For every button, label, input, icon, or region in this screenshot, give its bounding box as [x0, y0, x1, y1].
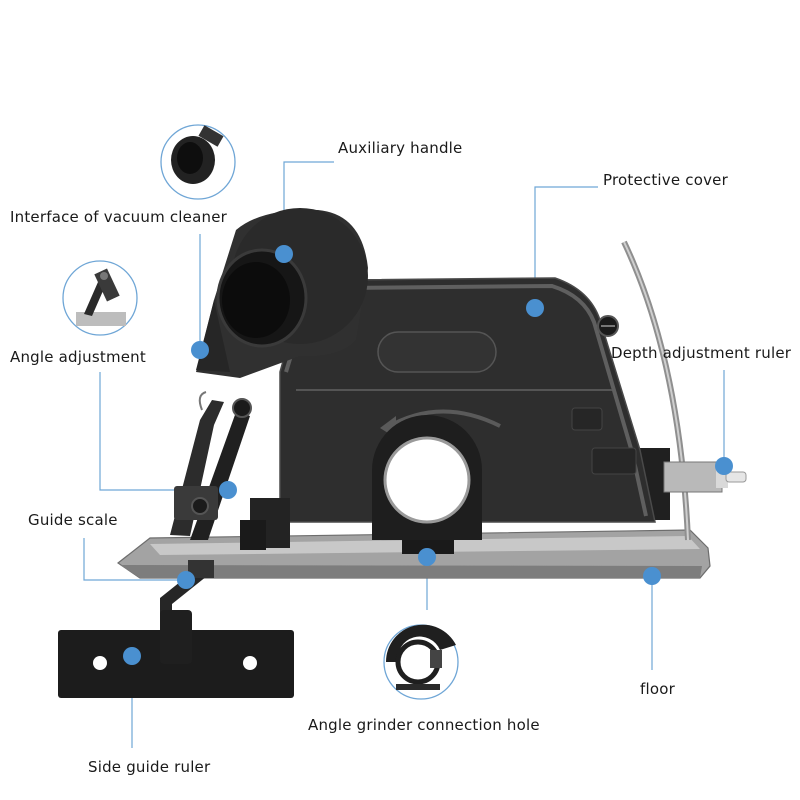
- marker-protective-cover: [526, 299, 544, 317]
- label-vacuum-interface: Interface of vacuum cleaner: [10, 208, 227, 226]
- label-side-guide: Side guide ruler: [88, 758, 211, 776]
- marker-angle-adjustment: [219, 481, 237, 499]
- leader-guide-scale: [83, 538, 186, 581]
- label-grinder-hole: Angle grinder connection hole: [308, 716, 540, 734]
- marker-depth-ruler: [715, 457, 733, 475]
- marker-guide-scale: [177, 571, 195, 589]
- inset-angle-adjustment: [62, 260, 138, 336]
- marker-side-guide: [123, 647, 141, 665]
- marker-vacuum-interface: [191, 341, 209, 359]
- label-angle-adjustment: Angle adjustment: [10, 348, 146, 366]
- inset-vacuum-interface: [160, 124, 236, 200]
- label-floor: floor: [640, 680, 675, 698]
- inset-grinder-hole: [383, 624, 459, 700]
- label-depth-ruler: Depth adjustment ruler: [611, 344, 792, 362]
- marker-floor: [643, 567, 661, 585]
- label-auxiliary-handle: Auxiliary handle: [338, 139, 463, 157]
- leader-protective-cover: [534, 186, 598, 308]
- label-protective-cover: Protective cover: [603, 171, 728, 189]
- markers: [123, 245, 733, 665]
- grinder-connection-hole: [383, 436, 471, 524]
- marker-auxiliary-handle: [275, 245, 293, 263]
- marker-grinder-hole: [418, 548, 436, 566]
- label-guide-scale: Guide scale: [28, 511, 118, 529]
- product-cutting-stand: [58, 208, 747, 698]
